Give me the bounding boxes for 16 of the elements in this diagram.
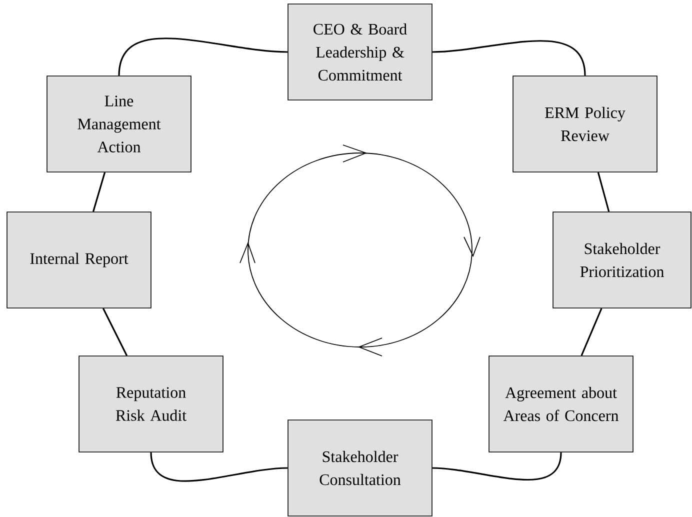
process-box: Stakeholder Consultation	[288, 420, 432, 516]
process-box: CEO & Board Leadership & Commitment	[288, 4, 432, 100]
connector-line	[118, 38, 288, 76]
connector-line	[92, 172, 106, 212]
process-box: Internal Report	[6, 212, 152, 308]
connector-line	[432, 40, 586, 76]
process-box: Stakeholder Prioritization	[552, 212, 692, 308]
process-box: Agreement about Areas of Concern	[488, 356, 634, 452]
connector-line	[150, 452, 288, 482]
connector-line	[597, 172, 610, 212]
connector-line	[432, 452, 562, 481]
connector-line	[102, 308, 128, 356]
process-box: ERM Policy Review	[512, 76, 658, 172]
process-box: Line Management Action	[46, 76, 192, 172]
connector-line	[580, 308, 602, 356]
process-box: Reputation Risk Audit	[78, 356, 224, 452]
